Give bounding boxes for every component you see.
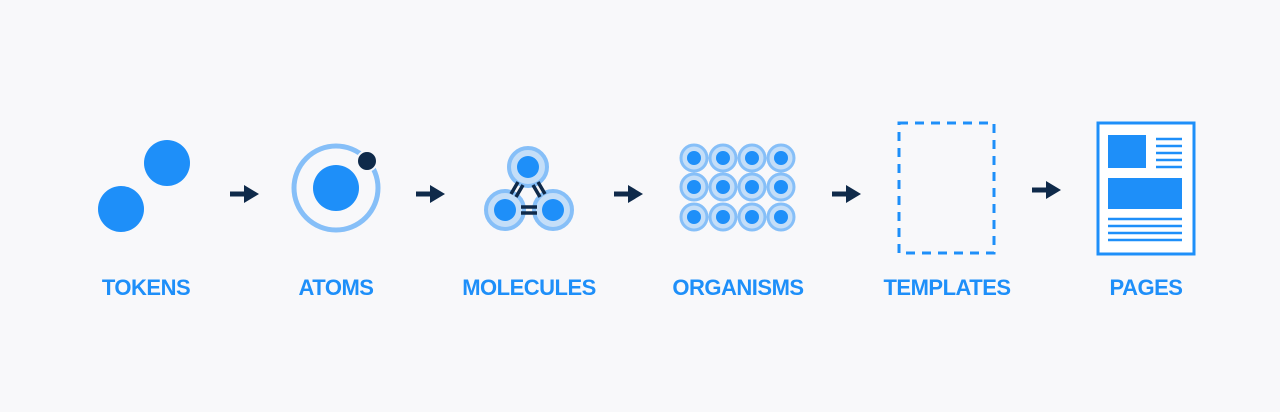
- page-document-icon: [1096, 121, 1196, 256]
- tokens-icon: [98, 140, 190, 232]
- arrow-right-icon: [614, 185, 643, 203]
- stage-label-tokens: TOKENS: [101, 275, 191, 300]
- organism-grid-icon: [679, 143, 796, 232]
- stage-label-pages: PAGES: [1109, 275, 1183, 300]
- atom-icon: [291, 143, 381, 233]
- dashed-template-icon: [897, 121, 996, 255]
- arrow-right-icon: [832, 185, 861, 203]
- molecule-icon: [484, 146, 574, 231]
- arrow-right-icon: [416, 185, 445, 203]
- arrow-right-icon: [1032, 181, 1061, 199]
- stage-label-organisms: ORGANISMS: [672, 275, 804, 300]
- stage-label-molecules: MOLECULES: [462, 275, 596, 300]
- arrow-right-icon: [230, 185, 259, 203]
- stage-label-atoms: ATOMS: [298, 275, 374, 300]
- stage-label-templates: TEMPLATES: [883, 275, 1011, 300]
